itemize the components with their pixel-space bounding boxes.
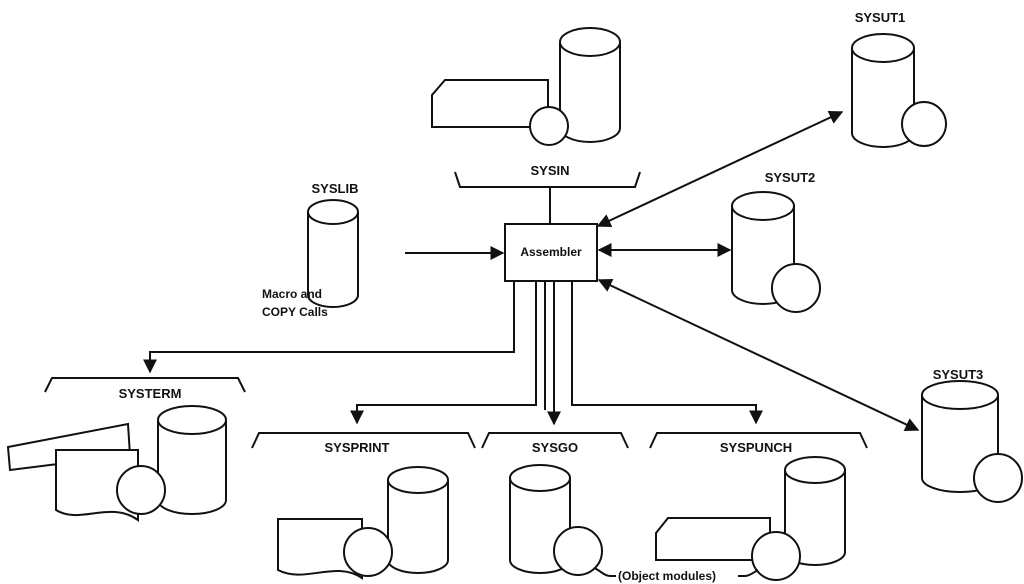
sysprint-label: SYSPRINT <box>324 440 389 455</box>
sysut1-label: SYSUT1 <box>855 10 906 25</box>
syspunch-arrow <box>571 281 763 425</box>
assembler-label: Assembler <box>520 245 582 259</box>
sysut1-arrow <box>596 110 844 228</box>
systerm-label: SYSTERM <box>119 386 182 401</box>
sysut1-tape-icon <box>901 101 947 147</box>
systerm-bracket <box>44 377 246 393</box>
object-modules-connector-right <box>738 569 759 577</box>
syspunch-label: SYSPUNCH <box>720 440 792 455</box>
systerm-devices <box>6 405 227 522</box>
sysgo-devices <box>509 464 603 576</box>
sysin-label: SYSIN <box>530 163 569 178</box>
sysprint-arrow <box>350 281 537 425</box>
syspunch-disk-icon <box>784 456 846 566</box>
systerm-printout-icon <box>55 449 139 522</box>
sysut2-tape-icon <box>771 263 821 313</box>
sysin-tape-icon <box>529 106 569 146</box>
syspunch-devices <box>655 456 846 581</box>
sysgo-tape-icon <box>553 526 603 576</box>
macro-calls-line2: COPY Calls <box>262 305 328 319</box>
sysprint-printout-icon <box>277 518 363 580</box>
syspunch-bracket <box>649 432 868 449</box>
macro-calls-line1: Macro and <box>262 287 322 301</box>
sysin-devices <box>431 27 621 146</box>
sysut2-label: SYSUT2 <box>765 170 816 185</box>
sysut3-tape-icon <box>973 453 1023 503</box>
sysgo-label: SYSGO <box>532 440 578 455</box>
assembler-node: Assembler <box>504 223 598 282</box>
sysut3-arrow <box>597 279 920 431</box>
sysut3-label: SYSUT3 <box>933 367 984 382</box>
sysprint-tape-icon <box>343 527 393 577</box>
sysprint-bracket <box>251 432 476 449</box>
sysprint-devices <box>277 466 449 580</box>
syslib-disk-icon <box>307 199 359 308</box>
systerm-arrow <box>143 281 515 374</box>
systerm-tape-icon <box>116 465 166 515</box>
object-modules-label: (Object modules) <box>618 569 716 583</box>
systerm-disk-icon <box>157 405 227 515</box>
syspunch-tape-icon <box>751 531 801 581</box>
syslib-label: SYSLIB <box>312 181 359 196</box>
sysin-card-deck-icon <box>431 79 549 128</box>
sysprint-disk-icon <box>387 466 449 574</box>
object-modules-connector-left <box>593 567 616 577</box>
sysin-disk-icon <box>559 27 621 143</box>
sysgo-bracket <box>481 432 629 449</box>
